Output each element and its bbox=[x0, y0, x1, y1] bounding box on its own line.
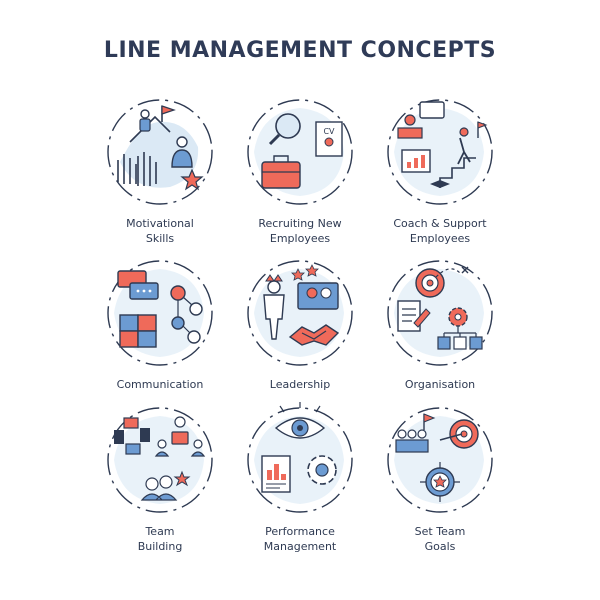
concept-communication: Communication bbox=[70, 253, 250, 413]
concept-motivational-skills: Motivational Skills bbox=[70, 92, 250, 252]
concept-label: Set Team Goals bbox=[350, 524, 530, 554]
chat-network-puzzle-icon bbox=[107, 260, 213, 366]
concept-set-team-goals: Set Team Goals bbox=[350, 400, 530, 560]
concept-label: Motivational Skills bbox=[70, 216, 250, 246]
label-line: Skills bbox=[145, 232, 175, 245]
team-target-star-icon bbox=[387, 407, 493, 513]
concept-coach-support-employees: Coach & Support Employees bbox=[350, 92, 530, 252]
target-gear-flowchart-icon bbox=[387, 260, 493, 366]
hands-team-icon bbox=[107, 407, 213, 513]
label-line: Motivational bbox=[126, 217, 194, 230]
eye-chart-gear-icon bbox=[247, 402, 353, 513]
concept-recruiting-new-employees: CV Recruiting New Employees bbox=[210, 92, 390, 252]
concept-label: Coach & Support Employees bbox=[350, 216, 530, 246]
label-line: Employees bbox=[409, 232, 471, 245]
label-line: Performance bbox=[265, 525, 335, 538]
mentor-stairs-icon bbox=[387, 99, 493, 205]
concept-label: Recruiting New Employees bbox=[210, 216, 390, 246]
concept-label: Communication bbox=[70, 377, 250, 392]
svg-text:CV: CV bbox=[323, 127, 335, 136]
label-line: Communication bbox=[116, 378, 204, 391]
label-line: Team bbox=[145, 525, 175, 538]
concept-team-building: Team Building bbox=[70, 400, 250, 560]
label-line: Management bbox=[263, 540, 337, 553]
mountain-flag-highfive-icon bbox=[107, 99, 213, 205]
concept-label: Performance Management bbox=[210, 524, 390, 554]
concept-label: Team Building bbox=[70, 524, 250, 554]
concept-label: Leadership bbox=[210, 377, 390, 392]
label-line: Leadership bbox=[269, 378, 331, 391]
leader-handshake-icon bbox=[247, 260, 353, 366]
label-line: Organisation bbox=[404, 378, 476, 391]
concept-leadership: Leadership bbox=[210, 253, 390, 413]
label-line: Recruiting New bbox=[258, 217, 342, 230]
concept-label: Organisation bbox=[350, 377, 530, 392]
magnifier-cv-briefcase-icon: CV bbox=[247, 99, 353, 205]
label-line: Employees bbox=[269, 232, 331, 245]
concept-organisation: Organisation bbox=[350, 253, 530, 413]
label-line: Set Team bbox=[414, 525, 466, 538]
label-line: Goals bbox=[424, 540, 456, 553]
page-title: LINE MANAGEMENT CONCEPTS bbox=[103, 38, 497, 63]
concept-performance-management: Performance Management bbox=[210, 400, 390, 560]
label-line: Coach & Support bbox=[393, 217, 487, 230]
label-line: Building bbox=[137, 540, 183, 553]
